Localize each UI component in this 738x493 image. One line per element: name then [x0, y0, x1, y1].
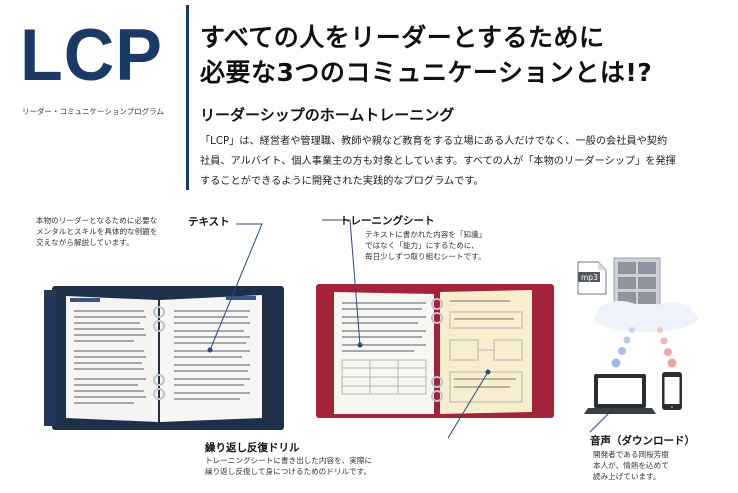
logo-text: LCP — [20, 14, 163, 96]
lcp-logo: LCP リーダー・コミュニケーションプログラム — [20, 14, 180, 124]
intro-line-2: 社員、アルバイト、個人事業主の方も対象としています。すべての人が「本物のリーダー… — [200, 156, 676, 167]
text-title: テキスト — [188, 216, 230, 228]
intro-line-1: 「LCP」は、経営者や管理職、教師や親など教育をする立場にある人だけでなく、一般… — [200, 136, 668, 147]
subheading: リーダーシップのホームトレーニング — [200, 106, 455, 124]
mp3-file-icon: mp3 — [577, 261, 607, 295]
logo-subtitle: リーダー・コミュニケーションプログラム — [22, 107, 164, 116]
text-description: 本物のリーダーとなるために必要な メンタルとスキルを具体的な例題を 交えながら解… — [36, 216, 158, 247]
audio-title: 音声（ダウンロード） — [590, 435, 695, 447]
vertical-divider — [186, 5, 189, 190]
sheet-description: テキストに書かれた内容を「知識」 ではなく「能力」にするために、 毎日少しずつ取… — [365, 230, 487, 261]
headline: すべての人をリーダーとするために 必要な3つのコミュニケーションとは!? — [200, 20, 730, 90]
drill-description: トレーニングシートに書き出した内容を、実際に 繰り返し反復して身につけるためのド… — [205, 456, 373, 476]
intro-line-3: することができるように開発された実践的なプログラムです。 — [200, 176, 484, 187]
headline-line-2: 必要な3つのコミュニケーションとは!? — [200, 58, 653, 87]
mp3-label: mp3 — [581, 273, 598, 282]
laptop-icon — [584, 374, 656, 414]
cloud-icon — [594, 301, 698, 332]
headline-line-1: すべての人をリーダーとするために — [200, 23, 605, 52]
intro-paragraph: 「LCP」は、経営者や管理職、教師や親など教育をする立場にある人だけでなく、一般… — [200, 132, 730, 192]
sheet-binder — [316, 284, 554, 418]
sheet-title: トレーニングシート — [340, 215, 435, 227]
download-dots — [611, 327, 677, 368]
audio-description: 開発者である岡桜芳樹 本人が、情熱を込めて 読み上げています。 — [593, 450, 669, 481]
text-binder — [44, 286, 284, 430]
smartphone-icon — [662, 372, 682, 410]
drill-title: 繰り返し反復ドリル — [205, 442, 300, 454]
